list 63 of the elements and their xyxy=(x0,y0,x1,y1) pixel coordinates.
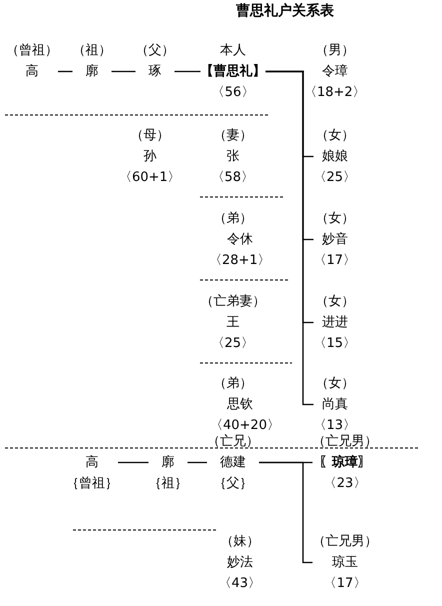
relation-label: ｛祖｝ xyxy=(148,475,188,493)
person-name: 王 xyxy=(226,314,240,332)
age-label: 〈56〉 xyxy=(210,84,256,102)
person-name: 〖琼璋〗 xyxy=(318,454,372,472)
relation-label: （曾祖） xyxy=(6,42,58,60)
relation-label: （女） xyxy=(314,210,356,228)
person-name: 孙 xyxy=(144,148,156,166)
person-name: 高 xyxy=(84,454,100,472)
connector-line xyxy=(58,70,72,72)
age-label: 〈60+1〉 xyxy=(119,169,181,187)
relation-label: （妻） xyxy=(214,127,252,145)
person-name: 尚真 xyxy=(320,396,349,414)
connector-line xyxy=(112,70,136,72)
person-name: 张 xyxy=(226,148,240,166)
connector-line xyxy=(118,462,148,464)
relation-label: ｛曾祖｝ xyxy=(66,475,118,493)
person-name: 娘娘 xyxy=(320,148,349,166)
relation-label: （亡兄） xyxy=(207,433,259,451)
connector-line xyxy=(174,70,200,72)
person-name: 德建 xyxy=(219,454,247,472)
relation-label: （女） xyxy=(314,293,356,311)
connector-line xyxy=(188,462,207,464)
person-name: 妙法 xyxy=(227,554,253,572)
person-name: 思钦 xyxy=(227,396,253,414)
age-label: 〈25〉 xyxy=(314,169,356,187)
relation-label: （妹） xyxy=(220,533,260,551)
age-label: 〈40+20〉 xyxy=(210,417,280,434)
relation-label: （祖） xyxy=(72,42,112,60)
person-name: 廓 xyxy=(84,63,100,81)
relation-label: （亡兄男） xyxy=(312,433,378,451)
age-label: 〈28+1〉 xyxy=(209,252,271,270)
person-name: 琢 xyxy=(148,63,162,81)
connector-line xyxy=(266,70,314,406)
person-name: 【曹思礼】 xyxy=(200,62,266,81)
connector-line xyxy=(259,462,312,564)
age-label: 〈17〉 xyxy=(314,252,356,270)
person-name: 廓 xyxy=(160,454,176,472)
person-name: 琼玉 xyxy=(331,554,359,572)
relation-label: （母） xyxy=(130,127,170,145)
relation-label: （父） xyxy=(136,42,174,60)
person-name: 令璋 xyxy=(320,63,349,81)
relation-label: （亡弟妻） xyxy=(200,293,266,311)
relation-label: （亡兄男） xyxy=(312,533,378,551)
age-label: 〈43〉 xyxy=(218,575,262,593)
person-name: 妙音 xyxy=(320,231,349,249)
age-label: 〈58〉 xyxy=(212,169,254,187)
person-name: 高 xyxy=(24,63,40,81)
relation-label: （男） xyxy=(314,42,356,60)
relation-label: 本人 xyxy=(219,42,247,60)
relation-label: （女） xyxy=(314,127,356,145)
age-label: 〈15〉 xyxy=(314,335,356,353)
age-label: 〈25〉 xyxy=(212,335,254,353)
age-label: 〈18+2〉 xyxy=(304,84,366,102)
person-name: 进进 xyxy=(320,314,349,332)
age-label: 〈23〉 xyxy=(322,475,368,493)
diagram-title: 曹思礼户关系表 xyxy=(236,2,334,20)
age-label: ｛父｝ xyxy=(212,475,254,493)
relation-label: （女） xyxy=(314,375,356,393)
relation-label: （弟） xyxy=(214,375,252,393)
person-name: 令休 xyxy=(227,231,253,249)
relation-label: （弟） xyxy=(214,210,252,228)
age-label: 〈17〉 xyxy=(322,575,368,593)
age-label: 〈13〉 xyxy=(314,417,356,434)
